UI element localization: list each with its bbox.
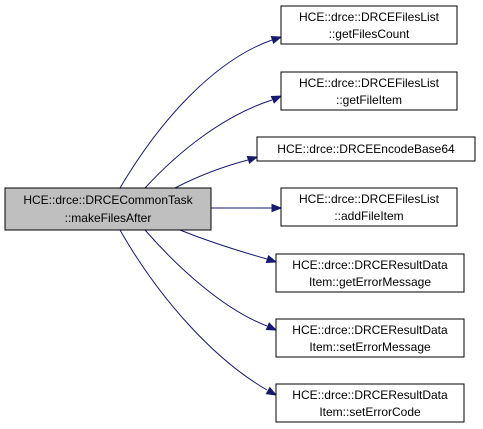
target-node-label-line2: Item::setErrorCode	[319, 405, 421, 419]
target-node-label-line1: HCE::drce::DRCEFilesList	[299, 192, 440, 206]
target-node-box	[275, 318, 465, 358]
target-node-label-line1: HCE::drce::DRCEResultData	[292, 323, 448, 337]
target-node-label-line1: HCE::drce::DRCEEncodeBase64	[277, 142, 455, 156]
edge-to-add-file-item-arrowhead	[271, 203, 283, 213]
target-node-add-file-item[interactable]: HCE::drce::DRCEFilesList ::addFileItem	[280, 187, 458, 227]
edge-to-set-error-message	[144, 229, 268, 327]
target-node-label-line2: ::addFileItem	[334, 209, 403, 223]
target-node-encode-base64[interactable]: HCE::drce::DRCEEncodeBase64	[256, 136, 476, 162]
edges-layer	[119, 35, 283, 396]
target-node-box	[275, 383, 465, 423]
target-node-label-line2: Item::getErrorMessage	[309, 275, 431, 289]
root-node[interactable]: HCE::drce::DRCECommonTask ::makeFilesAft…	[4, 187, 212, 231]
target-node-label-line1: HCE::drce::DRCEResultData	[292, 258, 448, 272]
target-node-label-line1: HCE::drce::DRCEResultData	[292, 388, 448, 402]
edge-to-encode-base64	[174, 159, 249, 189]
target-node-box	[280, 71, 458, 111]
root-node-box	[4, 187, 212, 231]
edge-to-encode-base64-arrowhead	[246, 155, 259, 165]
target-node-box	[256, 136, 476, 162]
root-node-label-line2: ::makeFilesAfter	[65, 211, 152, 225]
edge-to-set-error-code	[119, 229, 268, 391]
target-node-box	[280, 5, 458, 45]
edge-to-get-file-item-arrowhead	[270, 95, 283, 104]
target-node-set-error-code[interactable]: HCE::drce::DRCEResultData Item::setError…	[275, 383, 465, 423]
edge-to-set-error-message-arrowhead	[265, 322, 278, 331]
target-node-label-line1: HCE::drce::DRCEFilesList	[299, 76, 440, 90]
target-node-label-line2: Item::setErrorMessage	[309, 340, 431, 354]
edge-to-get-file-item	[144, 99, 273, 189]
edge-to-get-error-message-arrowhead	[265, 254, 278, 264]
target-node-label-line2: ::getFilesCount	[329, 27, 410, 41]
target-node-get-file-item[interactable]: HCE::drce::DRCEFilesList ::getFileItem	[280, 71, 458, 111]
edge-to-get-files-count	[119, 39, 273, 189]
edge-to-get-files-count-arrowhead	[270, 35, 283, 45]
target-node-set-error-message[interactable]: HCE::drce::DRCEResultData Item::setError…	[275, 318, 465, 358]
target-node-box	[275, 253, 465, 293]
edge-to-set-error-code-arrowhead	[265, 386, 278, 396]
target-node-get-files-count[interactable]: HCE::drce::DRCEFilesList ::getFilesCount	[280, 5, 458, 45]
edge-to-get-error-message	[179, 229, 268, 260]
target-node-label-line1: HCE::drce::DRCEFilesList	[299, 10, 440, 24]
root-node-label-line1: HCE::drce::DRCECommonTask	[23, 193, 193, 207]
target-node-get-error-message[interactable]: HCE::drce::DRCEResultData Item::getError…	[275, 253, 465, 293]
target-node-box	[280, 187, 458, 227]
target-node-label-line2: ::getFileItem	[336, 93, 402, 107]
